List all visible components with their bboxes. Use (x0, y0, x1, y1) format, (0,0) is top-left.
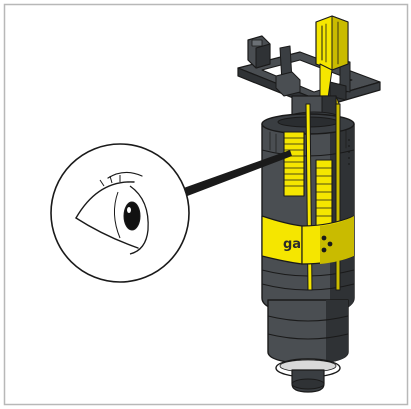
valve-brand-band (261, 215, 355, 265)
brand-label: ga (283, 237, 301, 252)
flush-valve-drawing (237, 15, 381, 393)
valve-lower-body (267, 299, 349, 393)
eye-icon (50, 143, 190, 283)
scale-dots (348, 139, 350, 165)
valve-yellow-flag (315, 15, 349, 111)
valve-float-window (283, 103, 341, 291)
